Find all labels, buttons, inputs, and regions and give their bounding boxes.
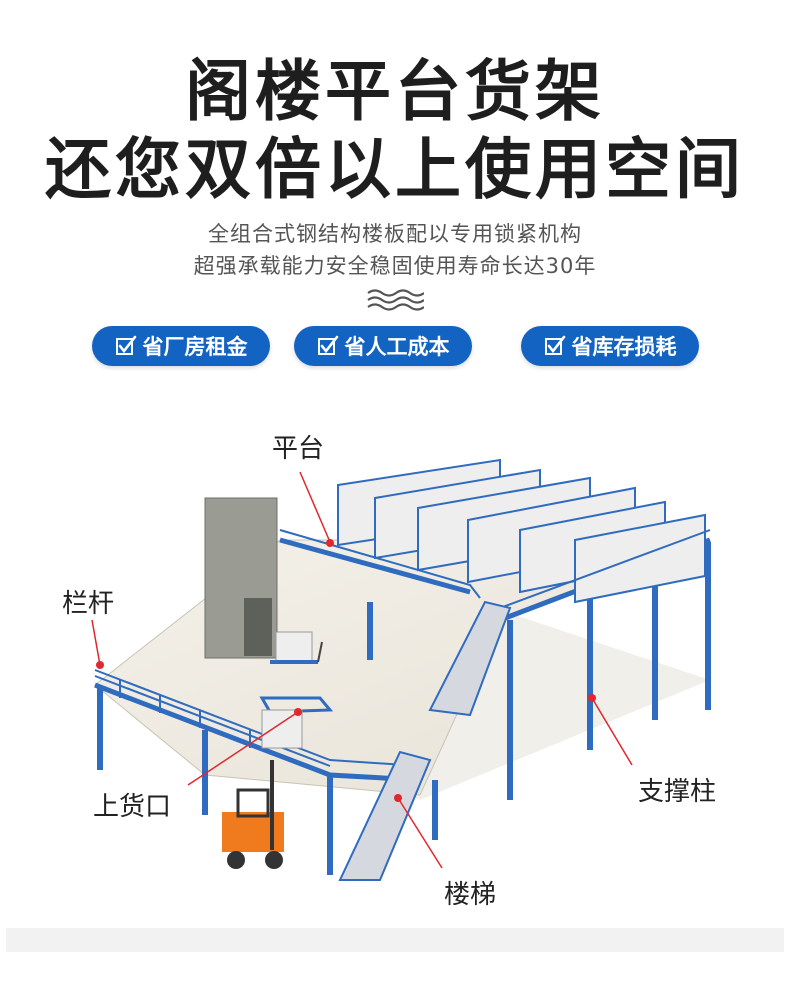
subtitle-line-1: 全组合式钢结构楼板配以专用锁紧机构: [208, 222, 582, 246]
mezzanine-illustration: [6, 458, 784, 952]
callout-railing: 栏杆: [62, 589, 115, 619]
badge-label: 省厂房租金: [142, 335, 248, 359]
title-line-1: 阁楼平台货架: [185, 53, 605, 130]
badge-save-labor: 省人工成本: [294, 326, 472, 366]
callout-stairs: 楼梯: [444, 880, 497, 910]
checkbox-icon: [115, 335, 136, 355]
checkbox-icon: [317, 335, 338, 355]
callout-dots: [96, 539, 596, 802]
badge-save-rent: 省厂房租金: [92, 326, 270, 366]
stairs: [338, 600, 512, 881]
badge-label: 省库存损耗: [571, 335, 677, 359]
loading-port: [259, 696, 334, 749]
wave-divider-icon: [367, 289, 424, 311]
callout-platform: 平台: [272, 434, 325, 464]
callout-leaders: [91, 471, 633, 869]
title-line-2: 还您双倍以上使用空间: [45, 131, 745, 208]
railing: [94, 529, 711, 767]
forklift: [222, 760, 284, 869]
subtitle-line-2: 超强承载能力安全稳固使用寿命长达30年: [193, 254, 597, 278]
freight-elevator: [204, 497, 278, 659]
callout-loading-port: 上货口: [93, 792, 172, 822]
checkbox-icon: [544, 335, 565, 355]
ground-strip: [6, 928, 784, 952]
badge-label: 省人工成本: [344, 335, 450, 359]
pallet-jack: [270, 631, 323, 664]
deck-beam-left: [279, 537, 471, 595]
callout-support-column: 支撑柱: [638, 777, 717, 807]
storage-racks: [337, 458, 706, 604]
support-columns: [97, 542, 711, 875]
badge-save-inventory-loss: 省库存损耗: [521, 326, 699, 366]
